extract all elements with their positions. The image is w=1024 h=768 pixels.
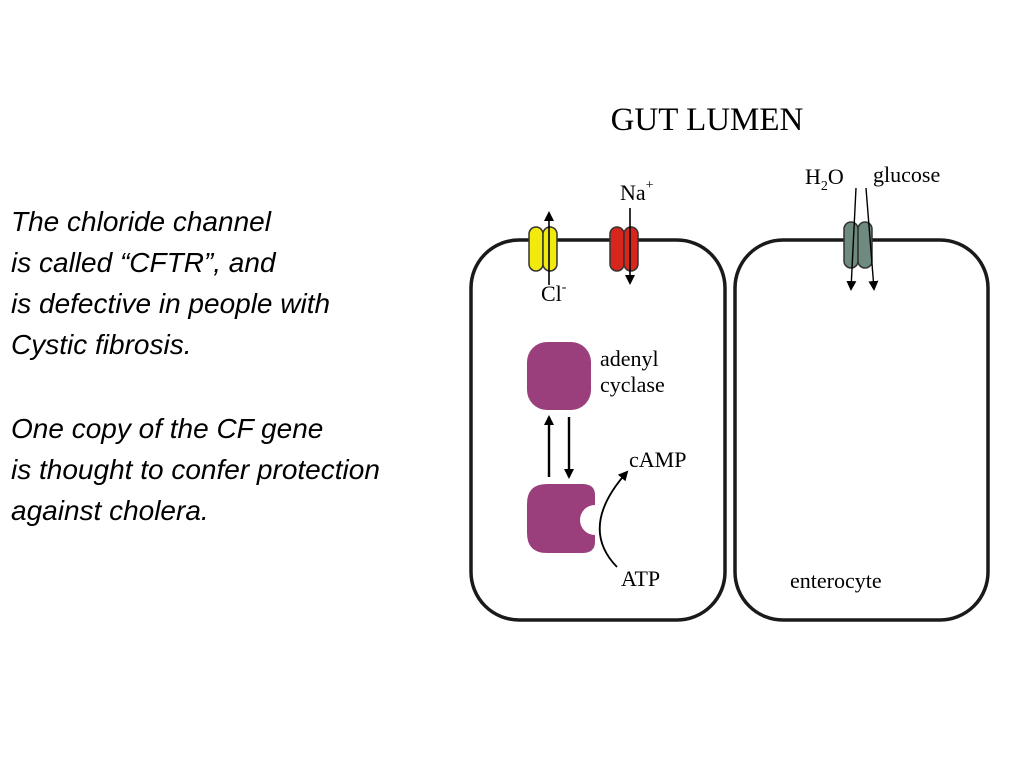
caption-paragraph-2: One copy of the CF gene is thought to co… [11, 408, 471, 531]
enterocyte-cell-outline [733, 238, 990, 622]
cl-channel [528, 211, 558, 285]
h2o-label: H2O [805, 164, 844, 194]
adenyl-label: adenyl [600, 346, 659, 371]
glucose-influx-arrow [865, 187, 879, 291]
h2o-influx-arrow [846, 187, 857, 291]
na-label: Na+ [620, 178, 654, 205]
cyclase-label: cyclase [600, 372, 665, 397]
caption-line: is thought to confer protection [11, 454, 380, 485]
caption-line: against cholera. [11, 495, 209, 526]
caption-line: The chloride channel [11, 206, 271, 237]
caption-line: One copy of the CF gene [11, 413, 324, 444]
diagram-title: GUT LUMEN [611, 102, 804, 138]
h2o-glucose-channel [843, 187, 879, 291]
caption-line: is called “CFTR”, and [11, 247, 276, 278]
na-channel [609, 208, 639, 285]
enterocyte-label: enterocyte [790, 568, 882, 593]
atp-to-camp-arrow [598, 470, 629, 568]
cl-label: Cl- [541, 280, 567, 306]
adenyl-cyclase-shape [527, 342, 591, 410]
caption-line: Cystic fibrosis. [11, 329, 192, 360]
glucose-label: glucose [873, 162, 940, 187]
camp-label: cAMP [629, 447, 686, 472]
caption-paragraph-1: The chloride channel is called “CFTR”, a… [11, 201, 471, 365]
left-cell-outline [469, 238, 727, 622]
caption-line: is defective in people with [11, 288, 331, 319]
adenyl-cyclase-catalytic-shape [527, 484, 595, 553]
atp-label: ATP [621, 566, 660, 591]
